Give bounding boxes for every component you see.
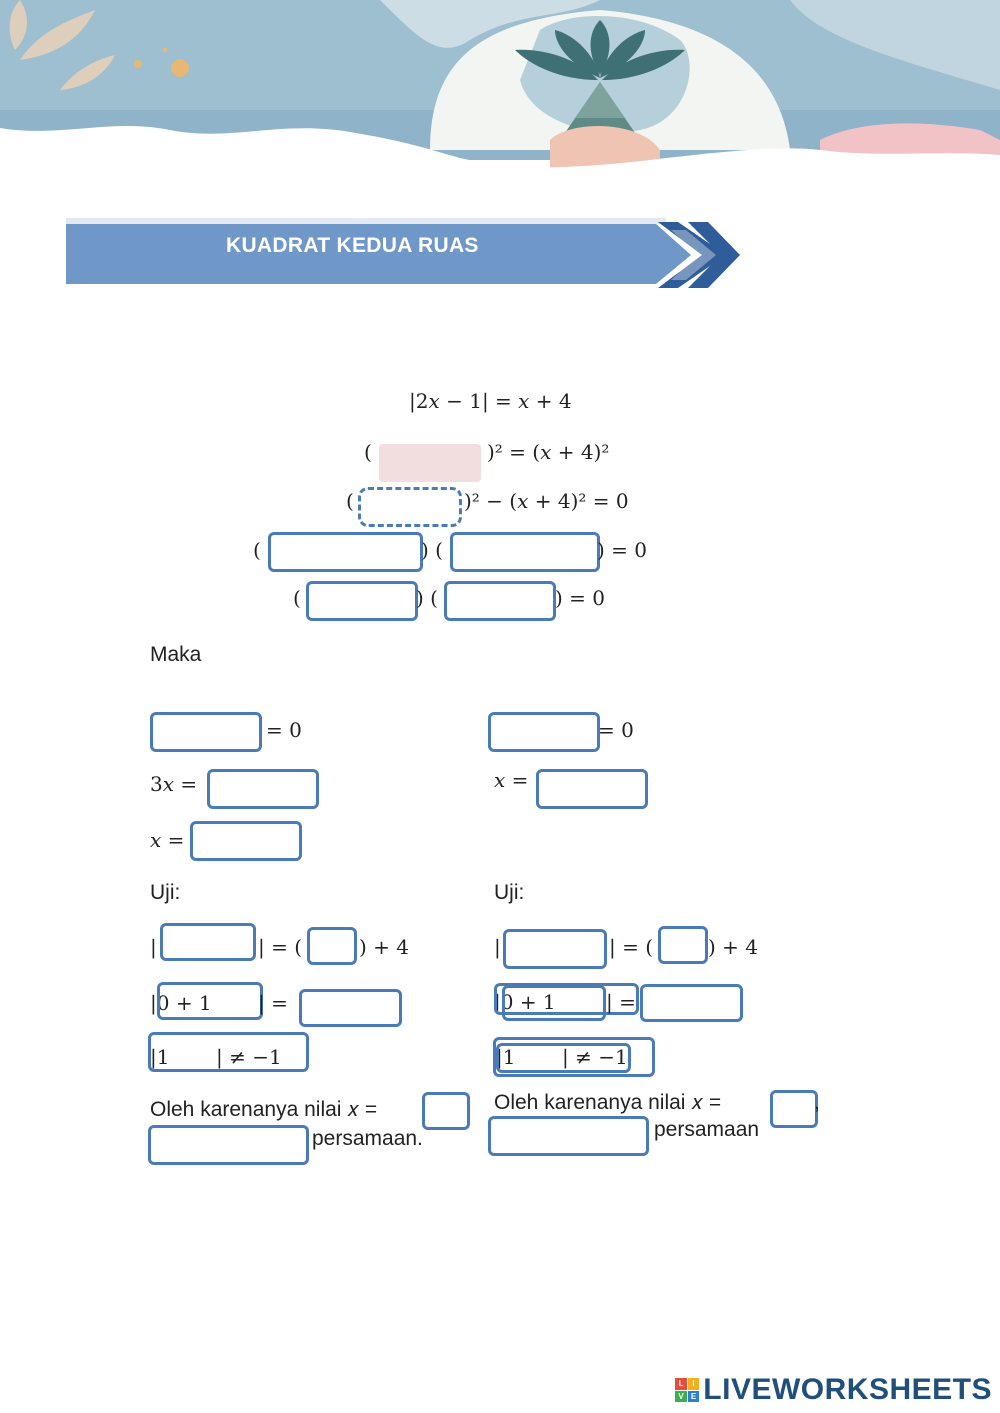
right-x-box[interactable] [536, 769, 648, 809]
answer-box-eq2[interactable] [379, 444, 481, 482]
right-conclusion-b: persamaan [654, 1118, 760, 1141]
right-factor-box[interactable] [488, 712, 600, 752]
left-test1-end: ) + 4 [359, 935, 409, 959]
left-x-label: 𝑥 = [150, 828, 185, 852]
eq3-open-paren: ( [346, 489, 354, 513]
right-test3-a: |1 [496, 1045, 516, 1069]
equation-1: |2𝑥 − 1| = 𝑥 + 4 [409, 389, 572, 413]
right-test2-box-a[interactable] [502, 985, 606, 1021]
left-test3-b: | ≠ −1 [216, 1045, 282, 1069]
liveworksheets-logo[interactable]: L I V E LIVEWORKSHEETS [675, 1373, 992, 1407]
logo-text: LIVEWORKSHEETS [703, 1373, 992, 1406]
right-test1-bar: | [494, 935, 501, 959]
maka-label: Maka [150, 643, 202, 666]
right-test2-box-outer[interactable] [494, 983, 639, 1015]
right-conclusion-type-box[interactable] [488, 1116, 649, 1156]
right-uji-label: Uji: [494, 881, 525, 904]
left-test2-text: |0 + 1 [150, 991, 212, 1015]
left-conclusion-b: persamaan. [312, 1127, 423, 1150]
left-eq-zero: = 0 [266, 718, 302, 742]
logo-mark-e: E [687, 1390, 700, 1402]
answer-box-eq5-b[interactable] [444, 581, 556, 621]
left-test3-box[interactable] [148, 1032, 309, 1072]
header-decoration [0, 0, 1000, 180]
right-x-label: 𝑥 = [494, 768, 529, 792]
right-test3-box-inner[interactable] [496, 1043, 631, 1073]
left-test1-box-a[interactable] [160, 923, 256, 961]
eq2-open-paren: ( [364, 440, 372, 464]
answer-box-eq3[interactable] [358, 487, 462, 527]
logo-mark-v: V [675, 1390, 687, 1402]
right-test1-mid: | = ( [609, 935, 654, 959]
answer-box-eq4-b[interactable] [450, 532, 600, 572]
right-test1-box-b[interactable] [658, 926, 708, 964]
eq5-mid: ) ( [416, 586, 438, 610]
right-test3-b: | ≠ −1 [562, 1045, 628, 1069]
left-conclusion-x-box[interactable] [422, 1092, 470, 1130]
right-eq-zero: = 0 [598, 718, 634, 742]
left-3x-label: 3𝑥 = [150, 772, 198, 796]
right-conclusion-x-box[interactable] [770, 1090, 818, 1128]
page-title: KUADRAT KEDUA RUAS [226, 234, 479, 257]
answer-box-eq4-a[interactable] [268, 532, 423, 572]
right-conclusion-comma: , [814, 1091, 820, 1114]
logo-mark-l: L [675, 1378, 687, 1390]
left-test1-bar: | [150, 935, 157, 959]
left-test2-mid: | = [258, 991, 288, 1015]
left-conclusion-a: Oleh karenanya nilai 𝑥 = [150, 1098, 378, 1121]
eq5-end: ) = 0 [555, 586, 605, 610]
right-conclusion-a: Oleh karenanya nilai 𝑥 = [494, 1091, 722, 1114]
eq2-rest: )² = (𝑥 + 4)² [487, 440, 610, 464]
eq4-mid: ) ( [421, 538, 443, 562]
eq5-open-paren: ( [293, 586, 301, 610]
eq4-end: ) = 0 [597, 538, 647, 562]
eq4-open-paren: ( [253, 538, 261, 562]
answer-box-eq5-a[interactable] [306, 581, 418, 621]
right-test1-box-a[interactable] [503, 929, 607, 969]
left-uji-label: Uji: [150, 881, 181, 904]
left-test2-box-b[interactable] [299, 989, 402, 1027]
left-test3-a: |1 [150, 1045, 170, 1069]
right-test2-mid: | = [606, 990, 636, 1014]
left-test2-box-a[interactable] [157, 982, 263, 1020]
right-test3-box-outer[interactable] [493, 1037, 655, 1077]
logo-mark-i: I [687, 1378, 700, 1390]
right-test2-box-b[interactable] [640, 984, 743, 1022]
title-banner [66, 218, 740, 288]
left-test1-mid: | = ( [258, 935, 303, 959]
eq3-rest: )² − (𝑥 + 4)² = 0 [464, 489, 629, 513]
logo-mark-icon: L I V E [675, 1378, 700, 1402]
left-x-box[interactable] [190, 821, 302, 861]
left-conclusion-type-box[interactable] [148, 1125, 309, 1165]
left-factor-box[interactable] [150, 712, 262, 752]
left-test1-box-b[interactable] [307, 927, 357, 965]
right-test1-end: ) + 4 [708, 935, 758, 959]
left-3x-box[interactable] [207, 769, 319, 809]
